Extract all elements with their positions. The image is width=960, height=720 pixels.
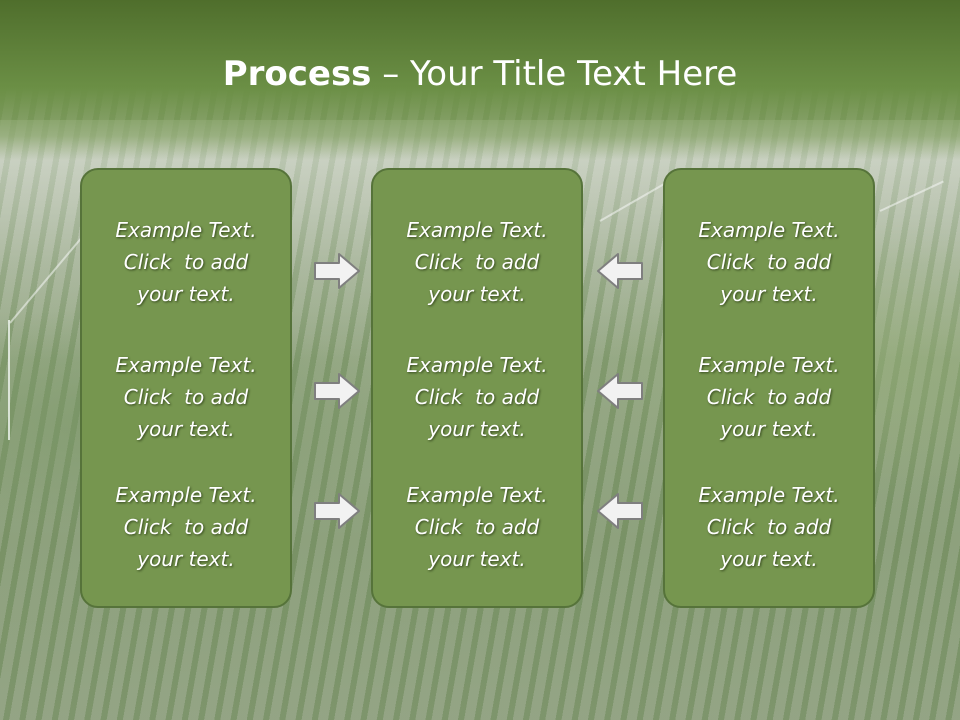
title-bold: Process <box>222 54 372 94</box>
arrow-right-icon <box>314 493 360 529</box>
arrow-left-icon <box>597 253 643 289</box>
text-block[interactable]: Example Text. Click to add your text. <box>406 483 548 571</box>
process-box-left[interactable]: Example Text. Click to add your text. Ex… <box>80 168 292 608</box>
arrow-left-icon <box>597 373 643 409</box>
text-block[interactable]: Example Text. Click to add your text. <box>115 353 257 441</box>
text-block[interactable]: Example Text. Click to add your text. <box>115 483 257 571</box>
text-block[interactable]: Example Text. Click to add your text. <box>406 353 548 441</box>
arrow-right-icon <box>314 373 360 409</box>
slide-title[interactable]: Process – Your Title Text Here <box>0 52 960 96</box>
text-block[interactable]: Example Text. Click to add your text. <box>698 483 840 571</box>
sprinkler-post-left <box>8 320 10 440</box>
arrow-right-icon <box>314 253 360 289</box>
title-rest: – Your Title Text Here <box>371 54 738 94</box>
process-box-middle[interactable]: Example Text. Click to add your text. Ex… <box>371 168 583 608</box>
title-band <box>0 0 960 160</box>
text-block[interactable]: Example Text. Click to add your text. <box>698 353 840 441</box>
text-block[interactable]: Example Text. Click to add your text. <box>115 218 257 306</box>
text-block[interactable]: Example Text. Click to add your text. <box>698 218 840 306</box>
process-box-right[interactable]: Example Text. Click to add your text. Ex… <box>663 168 875 608</box>
text-block[interactable]: Example Text. Click to add your text. <box>406 218 548 306</box>
arrow-left-icon <box>597 493 643 529</box>
